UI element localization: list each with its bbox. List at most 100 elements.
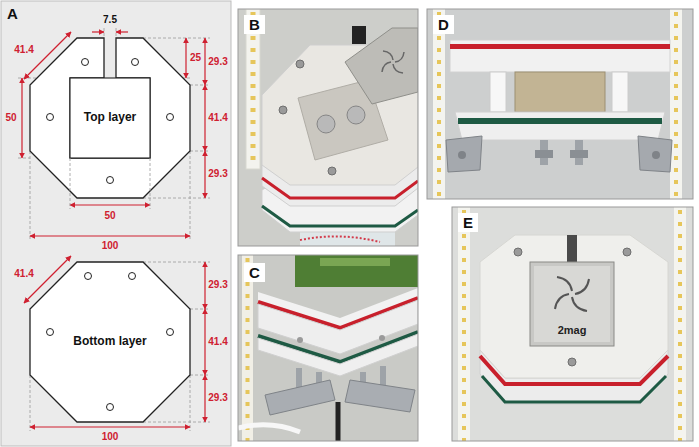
screw — [514, 248, 522, 256]
panel-a-ground — [1, 1, 231, 446]
led-dots — [462, 210, 466, 441]
stirrer-device — [345, 28, 418, 104]
dimension-label: 41.4 — [208, 336, 227, 348]
dimension-line — [204, 309, 205, 375]
green-stripe — [482, 376, 666, 402]
octagon-outline — [30, 262, 190, 422]
extension-line — [190, 85, 210, 86]
bottom-layer-plate: Bottom layer — [30, 262, 190, 422]
dimension-label: 7.5 — [103, 14, 117, 26]
dimension-line — [204, 151, 205, 198]
cable-slot — [567, 235, 577, 262]
dimension-line — [204, 85, 205, 151]
green-stripe — [458, 118, 662, 124]
brand-logo: 2mag — [558, 324, 587, 337]
green-stripe — [262, 206, 418, 226]
panel-border — [427, 9, 693, 199]
spiral-arm — [557, 277, 572, 291]
top-layer-plate: Top layer — [30, 38, 190, 198]
led-dots — [246, 258, 250, 441]
bolt-head — [458, 151, 466, 159]
led-dots — [674, 12, 678, 199]
spiral-arm — [572, 297, 587, 311]
spiral-logo — [382, 51, 404, 73]
panel-letter: D — [433, 15, 454, 34]
dimension-label: 100 — [102, 431, 119, 443]
bottom-plate — [258, 334, 418, 376]
dimension-line — [30, 426, 190, 427]
part-name: Top layer — [84, 111, 136, 125]
stirrer-device — [530, 262, 614, 346]
dimension-label: 41.4 — [14, 44, 33, 56]
led-dots — [251, 12, 256, 166]
top-plate — [480, 235, 668, 378]
extension-line — [70, 158, 71, 209]
screw-hole — [167, 329, 174, 336]
flask-highlight — [320, 258, 390, 266]
tube — [238, 425, 300, 432]
dimension-line — [204, 375, 205, 422]
screw-hole — [82, 59, 89, 66]
extension-line — [143, 262, 210, 263]
photo-ground — [427, 9, 693, 199]
led-dots — [437, 12, 441, 199]
extension-line — [150, 158, 151, 209]
extension-line — [18, 78, 37, 79]
dimension-label: 29.3 — [208, 56, 227, 68]
photo-c — [238, 255, 418, 441]
octagon-outline — [30, 38, 190, 198]
extension-line — [116, 28, 117, 38]
photo-e — [452, 207, 693, 441]
part-name: Bottom layer — [73, 335, 146, 349]
dimension-line — [21, 78, 22, 158]
cable — [336, 402, 341, 441]
dimension-label: 41.4 — [208, 112, 227, 124]
red-stripe — [450, 44, 670, 49]
photo-panel: B — [238, 9, 418, 246]
dimension-line — [204, 38, 205, 85]
photo-b — [238, 9, 418, 246]
extension-line — [143, 38, 210, 39]
bolt-head — [652, 151, 660, 159]
dimension-arrow — [116, 31, 128, 32]
led-strip — [670, 9, 682, 199]
dimension-line — [204, 262, 205, 309]
extension-line — [143, 422, 210, 423]
screw-hole — [85, 273, 92, 280]
extension-lines — [18, 28, 210, 431]
bracket — [345, 380, 415, 412]
bracket — [638, 136, 672, 172]
spiral-arm — [383, 51, 393, 60]
dimension-line — [185, 38, 186, 78]
dimension-label: 29.3 — [208, 279, 227, 291]
led-strip — [458, 207, 470, 441]
screw — [623, 248, 631, 256]
dimension-arrow — [92, 31, 104, 32]
dimension-label: 50 — [5, 112, 16, 124]
screw — [568, 358, 576, 366]
screw — [297, 337, 303, 343]
cable — [352, 26, 366, 44]
photo-d — [427, 9, 693, 199]
spiral-logo — [555, 277, 589, 311]
culture-flask — [295, 255, 418, 287]
extension-line — [190, 151, 210, 152]
extension-line — [190, 375, 191, 431]
stirrer-cutout — [70, 78, 150, 158]
dimension-label: 25 — [190, 52, 201, 64]
dimension-label: 100 — [102, 240, 119, 252]
dimension-line — [70, 204, 150, 205]
spacer-post — [612, 72, 628, 112]
dimension-line — [30, 235, 190, 236]
led-strip — [674, 207, 686, 441]
led-strip — [433, 9, 445, 199]
extension-line — [30, 151, 31, 240]
nut — [535, 150, 553, 158]
nut — [570, 150, 588, 158]
top-plate — [450, 40, 670, 72]
screw-hole — [107, 404, 114, 411]
stirrer-top — [534, 266, 610, 342]
screw-hole — [107, 177, 114, 184]
extension-line — [190, 309, 210, 310]
